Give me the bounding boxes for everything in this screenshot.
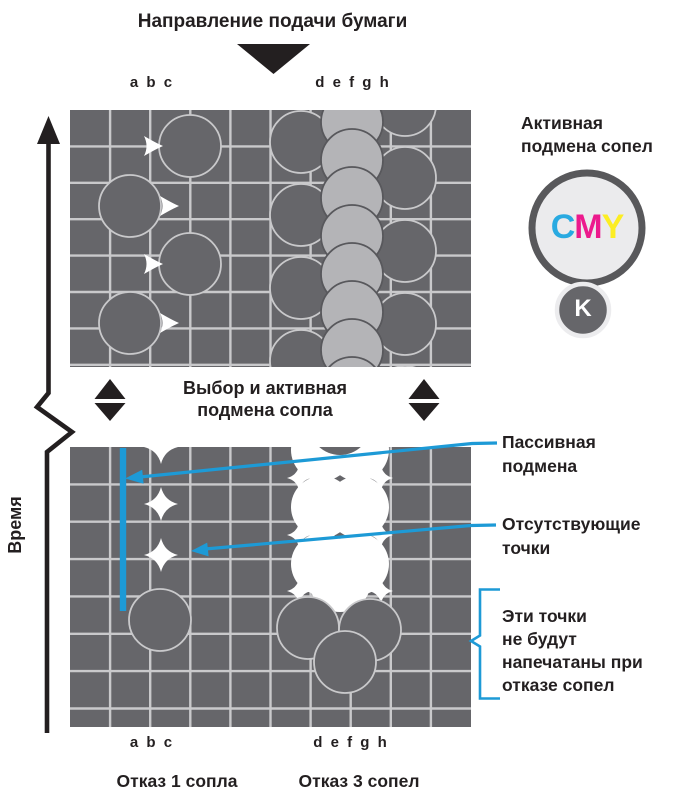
cmy-m-letter: M xyxy=(574,208,602,246)
time-axis-label: Время xyxy=(5,496,25,554)
not-printed-note-line4: отказе сопел xyxy=(502,675,615,695)
failure-1-nozzle-caption: Отказ 1 сопла xyxy=(116,771,238,791)
missing-dots-label-line1: Отсутствующие xyxy=(502,514,641,534)
not-printed-note-line2: не будут xyxy=(502,629,577,649)
missing-dots-arrow-icon xyxy=(204,523,497,551)
printed-dots-before-failure xyxy=(128,588,402,694)
top-grid-panel xyxy=(70,110,471,367)
annotation-arrowheads xyxy=(125,469,209,557)
bottom-grid-panel xyxy=(70,447,471,727)
selection-substitution-caption: Выбор и активная подмена сопла xyxy=(160,377,370,421)
annotation-arrows xyxy=(139,441,498,551)
time-axis-arrow-icon xyxy=(33,116,76,733)
top-alternating-dots xyxy=(98,114,222,355)
not-printed-note-line1: Эти точки xyxy=(502,606,587,626)
active-substitution-heading-line2: подмена сопел xyxy=(521,136,653,156)
bottom-nozzle-labels-abc: a b c xyxy=(129,734,175,751)
passive-substitution-label-line2: подмена xyxy=(502,455,578,476)
bottom-nozzle-labels-defgh: d e f g h xyxy=(313,734,389,751)
selection-substitution-caption-line2: подмена сопла xyxy=(197,400,333,420)
cmy-label: CMY xyxy=(531,208,643,247)
k-label: K xyxy=(574,295,592,322)
not-printed-note: Эти точки не будут напечатаны при отказе… xyxy=(502,605,643,697)
passive-substitution-arrow-icon xyxy=(139,441,498,479)
missing-single-dots xyxy=(144,447,178,572)
top-light-dot-column xyxy=(320,110,384,367)
active-substitution-heading-line1: Активная xyxy=(521,113,603,133)
missing-dots-gap xyxy=(287,447,393,612)
failure-3-nozzles-caption: Отказ 3 сопел xyxy=(298,771,420,791)
top-nozzle-labels-defgh: d e f g h xyxy=(315,74,391,91)
bracket-icon xyxy=(468,588,500,700)
cmy-y-letter: Y xyxy=(601,208,625,246)
active-substitution-heading: Активная подмена сопел xyxy=(521,112,653,158)
top-dark-dot-chains xyxy=(269,110,437,367)
page-title: Направление подачи бумаги xyxy=(137,11,408,32)
passive-substitution-label: Пассивная подмена xyxy=(502,431,596,478)
paper-feed-direction-arrow-icon xyxy=(237,44,310,74)
gap-top-dark-dot xyxy=(319,447,361,455)
top-missing-dot-cusps xyxy=(144,136,179,333)
top-nozzle-labels-abc: a b c xyxy=(129,74,175,91)
missing-dots-label: Отсутствующие точки xyxy=(502,513,641,560)
selection-substitution-caption-line1: Выбор и активная xyxy=(183,378,347,398)
passive-substitution-label-line1: Пассивная xyxy=(502,432,596,452)
nozzle-select-arrows-icon xyxy=(94,379,440,421)
passive-substitution-bar xyxy=(119,448,127,611)
not-printed-note-line3: напечатаны при xyxy=(502,652,643,672)
k-dot-icon xyxy=(554,281,612,339)
cmy-c-letter: C xyxy=(550,208,576,246)
missing-dots-label-line2: точки xyxy=(502,537,551,558)
